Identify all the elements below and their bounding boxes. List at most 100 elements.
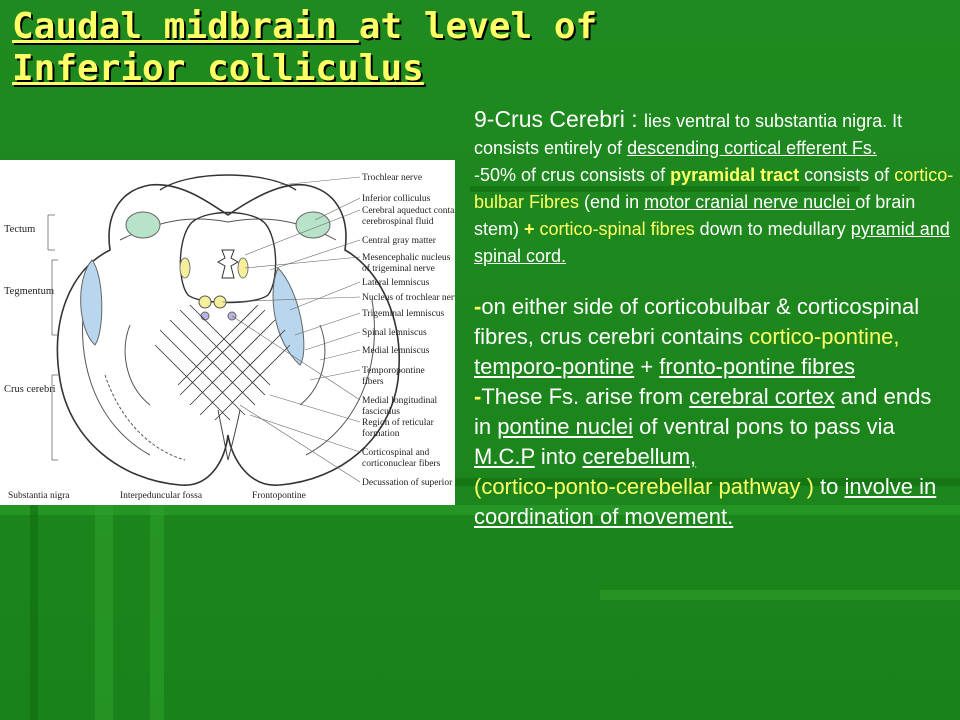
- text-span: involve in coordination of movement.: [474, 474, 937, 529]
- label-corticospinal-and: Corticospinal and: [362, 448, 430, 458]
- text-span: consists of: [799, 165, 895, 185]
- label-inferior-colliculus: Inferior colliculus: [362, 193, 431, 204]
- leader-line: [249, 414, 361, 453]
- midbrain-section-drawing: Tectum Tegmentum Crus cerebri Trochlear …: [4, 173, 455, 501]
- paragraph-corticopontine: -on either side of corticobulbar & corti…: [474, 292, 954, 532]
- label-trochlear-nerve: Trochlear nerve: [362, 173, 422, 183]
- text-span: lies ventral to substantia nigra. It con…: [474, 111, 903, 158]
- label-central-gray-matter: Central gray matter: [362, 236, 437, 246]
- decussation-of-superior-cerebellar-peduncle: [154, 304, 291, 421]
- text-span: pyramid and spinal cord.: [474, 219, 950, 266]
- text-span: -: [474, 294, 482, 319]
- text-span: descending cortical efferent Fs.: [627, 138, 877, 158]
- text-span: cortico-pontine,: [749, 324, 900, 349]
- label-tectum: Tectum: [4, 224, 35, 235]
- mesencephalic-nucleus-left: [179, 257, 191, 279]
- text-span: cortico-bulbar Fibres: [474, 165, 954, 212]
- central-gray: [179, 211, 277, 304]
- page-title: Caudal midbrain at level of Inferior col…: [12, 6, 672, 90]
- right-leader-lines: [221, 176, 361, 483]
- label-fibers: fibers: [362, 376, 384, 387]
- inferior-colliculus-left: [125, 211, 161, 239]
- leader-line: [231, 315, 361, 401]
- leader-line: [279, 176, 361, 186]
- bg-stripe: [600, 590, 960, 600]
- text-span: fronto-pontine fibres: [659, 354, 855, 379]
- leader-line: [269, 394, 361, 423]
- label-mesencephalic-nucleus: Mesencephalic nucleus: [362, 253, 451, 263]
- label-temporopontine: Temporopontine: [362, 366, 425, 376]
- text-span: +: [524, 219, 535, 239]
- leader-line: [289, 281, 361, 311]
- label-medial-lemniscus: Medial lemniscus: [362, 346, 430, 356]
- lateral-lemniscus-right: [272, 267, 305, 366]
- bg-stripe: [0, 505, 960, 515]
- lateral-lemniscus-left: [80, 259, 103, 346]
- label-cerebrospinal-fluid: cerebrospinal fluid: [362, 216, 434, 227]
- cerebral-aqueduct: [216, 249, 240, 279]
- text-span: (end in: [579, 192, 645, 212]
- bg-stripe: [150, 505, 164, 720]
- text-span: into: [534, 444, 583, 469]
- label-tegmentum: Tegmentum: [4, 286, 54, 297]
- label-nucleus-of-trochlear-nerve: Nucleus of trochlear nerve: [362, 292, 455, 303]
- label-formation: formation: [362, 428, 400, 439]
- label-decussation-of-superior: Decussation of superior: [362, 477, 453, 488]
- inner-contour: [305, 299, 375, 456]
- label-substantia-nigra: Substantia nigra: [8, 491, 70, 501]
- text-span: +: [634, 354, 660, 379]
- label-region-of-reticular: Region of reticular: [362, 417, 435, 428]
- mlf-left: [200, 311, 210, 321]
- leader-line: [309, 369, 361, 381]
- text-span: of brain stem): [474, 192, 916, 239]
- leader-line: [314, 197, 361, 221]
- text-span: to: [813, 474, 845, 499]
- text-span: and ends in: [474, 384, 932, 439]
- text-span: cerebral cortex: [689, 384, 835, 409]
- left-bracket: [47, 214, 58, 461]
- text-span: on either side of corticobulbar & cortic…: [474, 294, 920, 349]
- title-part1: Caudal midbrain: [12, 6, 359, 47]
- leader-line: [319, 349, 361, 361]
- text-block: 9-Crus Cerebri : lies ventral to substan…: [474, 106, 954, 532]
- leader-line: [239, 404, 361, 483]
- text-span: -50% of crus consists of: [474, 165, 671, 185]
- text-span: M.C.P: [474, 444, 535, 469]
- text-span: cerebellum,: [582, 444, 697, 469]
- text-span: (cortico-ponto-cerebellar pathway ): [474, 474, 814, 499]
- title-part3: Inferior colliculus: [12, 48, 424, 89]
- substantia-nigra: [104, 374, 186, 461]
- inferior-colliculus-right: [295, 211, 331, 239]
- interpeduncular-fossa: [217, 409, 241, 461]
- trochlear-nerve: [159, 174, 297, 191]
- text-span: down to medullary: [694, 219, 851, 239]
- text-span: pontine nuclei: [497, 414, 634, 439]
- text-span: These Fs. arise from: [481, 384, 690, 409]
- text-span: pyramidal tract: [670, 165, 800, 185]
- text-span: cortico-spinal fibres: [539, 219, 695, 239]
- label-corticonuclear-fibers: corticonuclear fibers: [362, 458, 441, 469]
- label-cerebral-aqueduct-containing: Cerebral aqueduct containing: [362, 206, 455, 216]
- heading-crus-cerebri: 9-Crus Cerebri :: [474, 106, 644, 132]
- text-span: of ventral pons to pass via: [633, 414, 895, 439]
- leader-line: [244, 209, 361, 256]
- label-crus-cerebri: Crus cerebri: [4, 384, 56, 395]
- text-span: -: [474, 384, 482, 409]
- label-spinal-lemniscus: Spinal lemniscus: [362, 328, 427, 338]
- label-frontopontine: Frontopontine: [252, 491, 306, 501]
- label-of-trigeminal-nerve: of trigeminal nerve: [362, 263, 435, 274]
- paragraph-crus-cerebri: 9-Crus Cerebri : lies ventral to substan…: [474, 106, 954, 270]
- title-part2: at level of: [358, 6, 598, 47]
- bg-stripe: [95, 505, 113, 720]
- midbrain-outline: [56, 183, 400, 486]
- text-span: temporo-pontine: [474, 354, 635, 379]
- label-lateral-lemniscus: Lateral lemniscus: [362, 278, 430, 288]
- bg-stripe: [455, 478, 960, 486]
- leader-line: [304, 331, 361, 351]
- bg-stripe: [470, 186, 860, 192]
- text-span: motor cranial nerve nuclei: [644, 192, 856, 212]
- bg-stripe: [30, 505, 38, 720]
- leader-line: [269, 239, 361, 271]
- label-trigeminal-lemniscus: Trigeminal lemniscus: [362, 309, 445, 319]
- label-medial-longitudinal: Medial longitudinal: [362, 396, 438, 406]
